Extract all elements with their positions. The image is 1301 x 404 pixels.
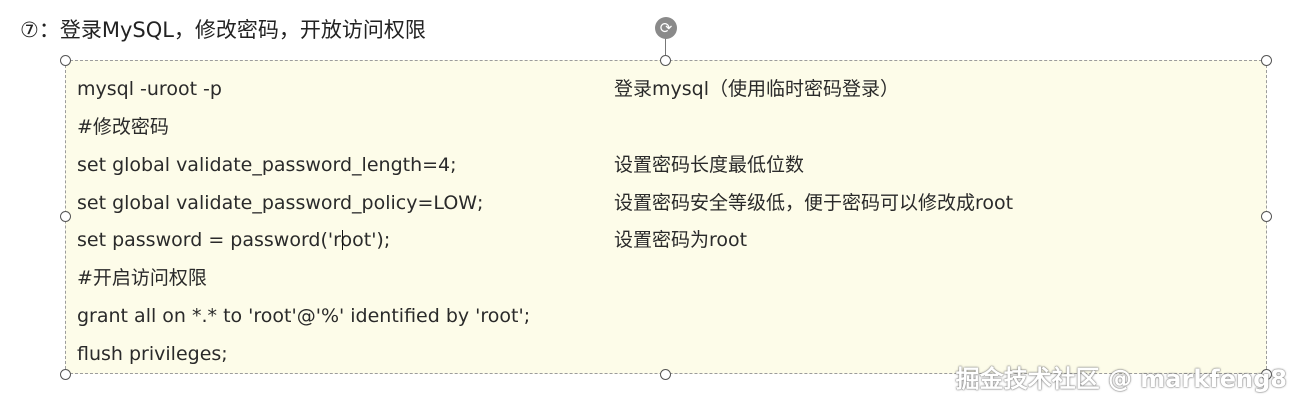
code-textbox[interactable]: mysql -uroot -p #修改密码 set global validat… [65,60,1267,374]
note-policy: 设置密码安全等级低，便于密码可以修改成root [614,192,1014,214]
code-line: #修改密码 [77,116,169,138]
code-line: #开启访问权限 [77,267,207,289]
rotate-stem [665,38,666,60]
code-line: set password = password('root'); [77,229,391,251]
resize-handle-top-left[interactable] [60,55,71,66]
note-login: 登录mysql（使用临时密码登录） [614,78,899,100]
resize-handle-bottom-left[interactable] [60,369,71,380]
code-line: grant all on *.* to 'root'@'%' identifie… [77,305,531,327]
rotate-icon[interactable]: ⟳ [655,17,677,39]
text-cursor [342,230,343,250]
step-heading: ⑦：登录MySQL，修改密码，开放访问权限 [20,18,426,42]
resize-handle-bottom-right[interactable] [1261,369,1272,380]
note-length: 设置密码长度最低位数 [614,154,805,176]
resize-handle-bottom[interactable] [660,369,671,380]
note-password: 设置密码为root [614,229,748,251]
code-line: set global validate_password_policy=LOW; [77,192,484,214]
resize-handle-top-right[interactable] [1261,55,1272,66]
watermark: 掘金技术社区 @ markfeng8 [955,365,1287,393]
resize-handle-right[interactable] [1261,211,1272,222]
resize-handle-left[interactable] [60,211,71,222]
resize-handle-top[interactable] [660,55,671,66]
code-line: set global validate_password_length=4; [77,154,457,176]
code-line: mysql -uroot -p [77,78,222,100]
code-line: flush privileges; [77,343,228,365]
